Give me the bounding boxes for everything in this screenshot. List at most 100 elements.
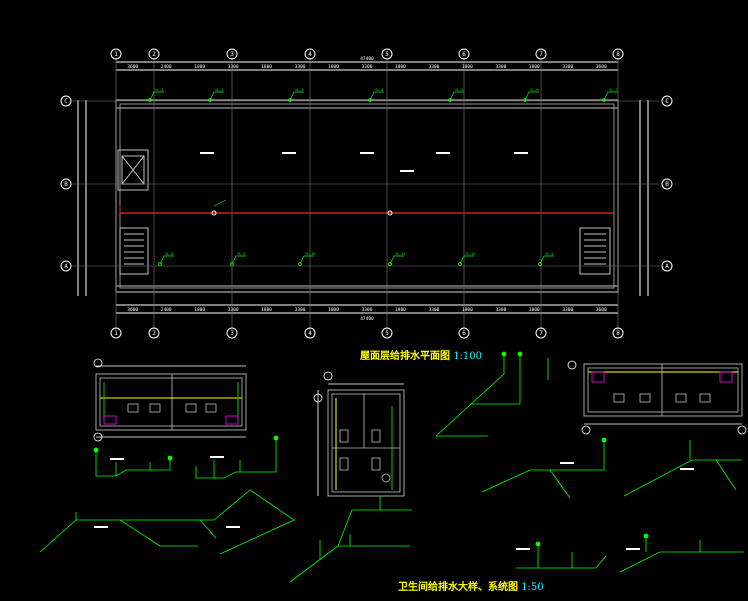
toilet-plan-right: [567, 360, 747, 435]
drain-leader: [539, 255, 554, 265]
axis-label-left: C: [64, 98, 68, 105]
drain-leader: [231, 255, 246, 265]
axis-label-top: 8: [616, 51, 620, 58]
segment-dimension-bottom: 3300: [362, 307, 373, 313]
axis-label-left: A: [64, 263, 68, 270]
axis-label-left: B: [64, 181, 68, 188]
segment-dimension-top: 1800: [261, 64, 272, 70]
segment-dimension-bottom: 3600: [596, 307, 607, 313]
drain-label: YL-5: [455, 88, 463, 92]
axis-label-bottom: 4: [308, 330, 312, 337]
segment-dimension-bottom: 3600: [127, 307, 138, 313]
segment-dimension-top: 1800: [194, 64, 205, 70]
axis-bubbles: [60, 48, 673, 339]
drain-leader: [369, 91, 384, 101]
drain-leader: [603, 91, 618, 101]
drain-leader: [299, 255, 314, 265]
system-diagrams: [39, 351, 744, 583]
axis-label-top: 3: [230, 51, 234, 58]
axis-label-bottom: 7: [539, 330, 543, 337]
axis-label-bottom: 2: [152, 330, 156, 337]
segment-dimension-bottom: 1800: [395, 307, 406, 313]
axis-label-right: C: [665, 98, 669, 105]
dimension-labels: 47400 47400 3600 3600 2400 2400 1800 1800 3300 33…: [127, 56, 607, 322]
roof-drain-icon: [230, 262, 234, 266]
detail-title: 卫生间给排水大样、系统图 1:50: [398, 578, 544, 593]
roof-drain-icon: [388, 262, 392, 266]
roof-drain-icon: [448, 98, 452, 102]
grid-lines: [72, 58, 660, 330]
axis-label-bottom: 3: [230, 330, 234, 337]
segment-dimension-bottom: 3300: [429, 307, 440, 313]
drain-leader: [289, 91, 304, 101]
overall-dimension-bottom: 47400: [360, 316, 374, 322]
toilet-plan-center: [313, 371, 405, 497]
annotation-marks: [94, 152, 694, 550]
roof-drain-icon: [538, 262, 542, 266]
segment-dimension-bottom: 1800: [462, 307, 473, 313]
axis-label-top: 4: [308, 51, 312, 58]
segment-dimension-top: 1800: [395, 64, 406, 70]
toilet-plan-left: [93, 358, 247, 442]
drain-label: YL-11: [395, 252, 406, 256]
plan-title-text: 屋面层给排水平面图: [360, 351, 450, 362]
drain-label: YL-2: [215, 88, 223, 92]
axis-label-right: B: [665, 181, 669, 188]
roof-drain-icon: [158, 262, 162, 266]
segment-dimension-bottom: 1800: [529, 307, 540, 313]
drain-label: YL-4: [375, 88, 383, 92]
drain-leader: [149, 91, 164, 101]
drain-label: YL-12: [465, 252, 476, 256]
detail-scale: 1:50: [521, 582, 544, 593]
roof-drain-icon: [288, 98, 292, 102]
drain-leader: [209, 91, 224, 101]
segment-dimension-top: 3300: [562, 64, 573, 70]
axis-label-top: 2: [152, 51, 156, 58]
plan-title: 屋面层给排水平面图 1:100: [360, 347, 482, 362]
segment-dimension-top: 3600: [127, 64, 138, 70]
axis-label-right: A: [665, 263, 669, 270]
roof-drain-icon: [148, 98, 152, 102]
detail-title-text: 卫生间给排水大样、系统图: [398, 582, 518, 593]
segment-dimension-top: 3300: [362, 64, 373, 70]
segment-dimension-top: 1800: [462, 64, 473, 70]
drain-label: YL-3: [295, 88, 303, 92]
axis-label-bottom: 1: [114, 330, 118, 337]
drain-leader: [449, 91, 464, 101]
drain-leader: [524, 91, 539, 101]
segment-dimension-bottom: 1800: [328, 307, 339, 313]
roof-drain-icon: [602, 98, 606, 102]
axis-label-top: 1: [114, 51, 118, 58]
segment-dimension-top: 3300: [429, 64, 440, 70]
segment-dimension-bottom: 3300: [295, 307, 306, 313]
segment-dimension-bottom: 1800: [194, 307, 205, 313]
segment-dimension-bottom: 2400: [161, 307, 172, 313]
drain-leader: [389, 255, 404, 265]
axis-label-top: 5: [385, 51, 389, 58]
water-main-line: [119, 199, 614, 216]
segment-dimension-top: 2400: [161, 64, 172, 70]
drain-label: YL-1: [545, 252, 553, 256]
roof-drain-icon: [458, 262, 462, 266]
segment-dimension-bottom: 3300: [495, 307, 506, 313]
drain-label: YL-8: [165, 252, 173, 256]
drain-label: YL-10: [305, 252, 316, 256]
overall-dimension-top: 47400: [360, 56, 374, 62]
drain-label: YL-9: [237, 252, 245, 256]
segment-dimension-top: 3300: [495, 64, 506, 70]
roof-drain-icon: [298, 262, 302, 266]
roof-drain-icon: [368, 98, 372, 102]
axis-label-bottom: 5: [385, 330, 389, 337]
roof-drain-icon: [523, 98, 527, 102]
segment-dimension-bottom: 3300: [562, 307, 573, 313]
drain-label: YL-7: [609, 88, 617, 92]
segment-dimension-top: 1800: [529, 64, 540, 70]
segment-dimension-bottom: 1800: [261, 307, 272, 313]
axis-label-top: 6: [462, 51, 466, 58]
plan-scale: 1:100: [453, 351, 483, 362]
roof-plan: [77, 61, 649, 314]
axis-label-bottom: 6: [462, 330, 466, 337]
